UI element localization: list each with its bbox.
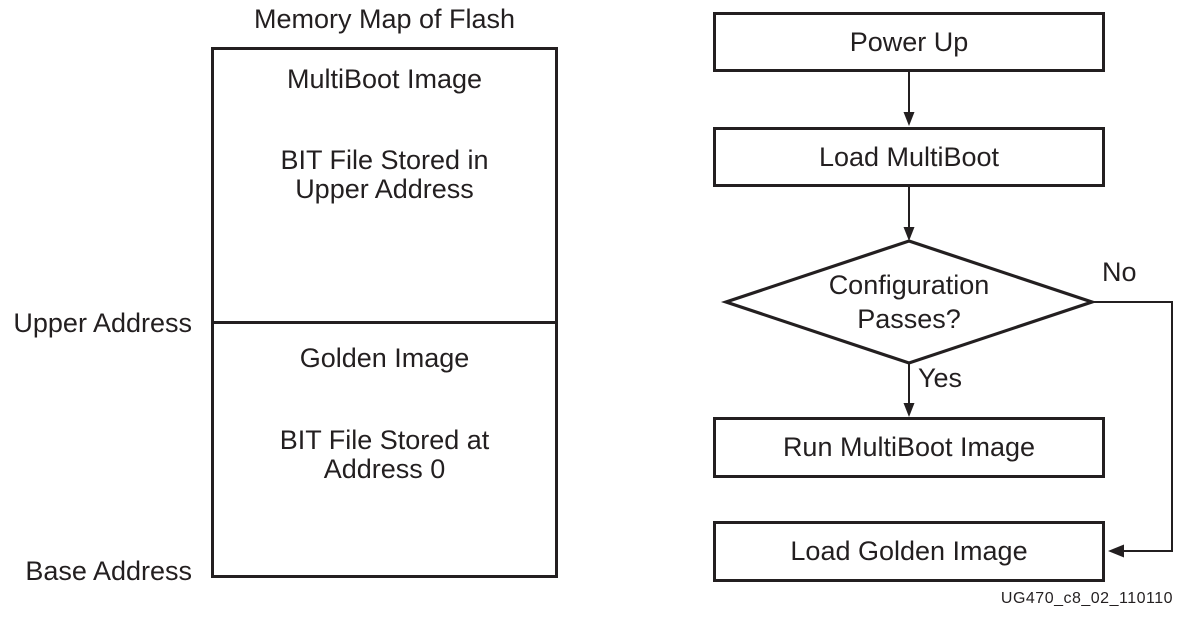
golden-region-name: Golden Image	[299, 343, 470, 373]
multiboot-region-description-line1: BIT File Stored in	[280, 145, 489, 175]
load-multiboot-box: Load MultiBoot	[713, 127, 1105, 187]
multiboot-region-description: BIT File Stored in Upper Address	[211, 146, 558, 204]
figure-reference-code: UG470_c8_02_110110	[1000, 590, 1173, 607]
arrow-left-icon	[1108, 544, 1124, 558]
power-up-label: Power Up	[849, 26, 969, 57]
yes-branch-label: Yes	[918, 363, 963, 393]
decision-label-line1: Configuration	[828, 270, 990, 300]
memory-map-title: Memory Map of Flash	[253, 4, 516, 34]
load-multiboot-label: Load MultiBoot	[818, 141, 1000, 172]
arrow-down-icon	[903, 72, 915, 126]
arrow-down-icon	[903, 187, 915, 241]
golden-region-description-line1: BIT File Stored at	[279, 425, 490, 455]
multiboot-region-name: MultiBoot Image	[286, 64, 483, 94]
load-golden-box: Load Golden Image	[713, 521, 1105, 582]
golden-region-description-line2: Address 0	[323, 454, 446, 484]
load-golden-label: Load Golden Image	[790, 536, 1028, 566]
decision-label: Configuration Passes?	[759, 268, 1059, 336]
arrow-down-icon	[903, 363, 915, 417]
memory-map-rectangle	[211, 47, 558, 578]
memory-map-divider-line	[214, 321, 555, 324]
run-multiboot-box: Run MultiBoot Image	[713, 417, 1105, 478]
multiboot-region-description-line2: Upper Address	[295, 174, 474, 204]
run-multiboot-label: Run MultiBoot Image	[782, 432, 1036, 462]
base-address-label: Base Address	[25, 556, 192, 586]
no-branch-label: No	[1102, 257, 1137, 287]
power-up-box: Power Up	[713, 12, 1105, 72]
decision-label-line2: Passes?	[857, 304, 961, 334]
upper-address-label: Upper Address	[13, 308, 192, 338]
golden-region-description: BIT File Stored at Address 0	[211, 426, 558, 484]
